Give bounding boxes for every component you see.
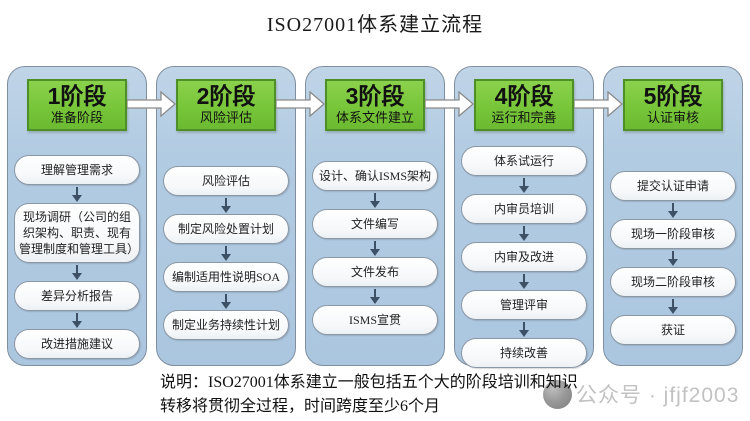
process-step: 制定业务持续性计划 <box>163 310 289 340</box>
stage-flow-arrow-icon <box>425 91 474 117</box>
process-step: 差异分析报告 <box>14 281 140 311</box>
down-arrow-icon <box>519 322 529 337</box>
down-arrow-icon <box>668 299 678 314</box>
stage-header-3: 3阶段体系文件建立 <box>325 79 425 131</box>
step-list: 体系试运行内审员培训内审及改进管理评审持续改善 <box>455 146 593 368</box>
down-arrow-icon <box>72 187 82 202</box>
down-arrow-icon <box>519 274 529 289</box>
watermark-text: 公众号 · jfjf2003 <box>576 384 740 407</box>
process-step: 现场一阶段审核 <box>610 219 736 249</box>
footnote: 说明：ISO27001体系建立一般包括五个大的阶段培训和知识 转移将贯彻全过程，… <box>160 371 578 419</box>
down-arrow-icon <box>668 203 678 218</box>
watermark: 公众号 · jfjf2003 <box>543 379 739 409</box>
stage-column-5: 5阶段认证审核提交认证申请现场一阶段审核现场二阶段审核获证 <box>603 66 743 366</box>
down-arrow-icon <box>221 294 231 309</box>
step-list: 风险评估制定风险处置计划编制适用性说明SOA 制定业务持续性计划 <box>157 166 295 340</box>
down-arrow-icon <box>221 198 231 213</box>
stage-column-3: 3阶段体系文件建立设计、确认ISMS架构文件编写文件发布 ISMS宣贯 <box>305 66 445 366</box>
down-arrow-icon <box>72 313 82 328</box>
process-step: 编制适用性说明SOA <box>163 262 289 292</box>
process-step: 提交认证申请 <box>610 171 736 201</box>
process-step: 理解管理需求 <box>14 155 140 185</box>
process-step: 持续改善 <box>461 338 587 368</box>
stage-label: 3阶段 <box>345 83 405 109</box>
stage-header-5: 5阶段认证审核 <box>623 79 723 131</box>
down-arrow-icon <box>72 265 82 280</box>
stage-column-4: 4阶段运行和完善体系试运行内审员培训内审及改进管理评审持续改善 <box>454 66 594 368</box>
stage-flow-arrow-icon <box>127 91 176 117</box>
down-arrow-icon <box>370 289 380 304</box>
stage-sublabel: 运行和完善 <box>491 110 557 125</box>
footnote-line-2: 转移将贯彻全过程，时间跨度至少6个月 <box>160 398 441 415</box>
step-list: 提交认证申请现场一阶段审核现场二阶段审核获证 <box>604 171 742 345</box>
process-step: 管理评审 <box>461 290 587 320</box>
down-arrow-icon <box>519 178 529 193</box>
process-step: 改进措施建议 <box>14 329 140 359</box>
stage-label: 5阶段 <box>643 83 703 109</box>
down-arrow-icon <box>370 241 380 256</box>
process-step: 内审员培训 <box>461 194 587 224</box>
process-step: 风险评估 <box>163 166 289 196</box>
step-list: 设计、确认ISMS架构文件编写文件发布 ISMS宣贯 <box>306 161 444 335</box>
stage-sublabel: 准备阶段 <box>50 110 103 125</box>
stage-header-2: 2阶段风险评估 <box>176 79 276 131</box>
watermark-logo-icon <box>543 379 572 409</box>
process-step: 现场二阶段审核 <box>610 267 736 297</box>
footnote-line-1: 说明：ISO27001体系建立一般包括五个大的阶段培训和知识 <box>160 374 578 391</box>
stage-column-1: 1阶段准备阶段理解管理需求现场调研（公司的组织架构、职责、现有管理制度和管理工具… <box>7 66 147 366</box>
stage-label: 1阶段 <box>47 83 107 109</box>
process-step: 文件编写 <box>312 209 438 239</box>
process-step: 获证 <box>610 315 736 345</box>
process-step: ISMS宣贯 <box>312 305 438 335</box>
down-arrow-icon <box>668 251 678 266</box>
stage-label: 2阶段 <box>196 83 256 109</box>
process-step: 制定风险处置计划 <box>163 214 289 244</box>
down-arrow-icon <box>370 193 380 208</box>
stage-flow-arrow-icon <box>276 91 325 117</box>
process-step: 内审及改进 <box>461 242 587 272</box>
stage-header-1: 1阶段准备阶段 <box>27 79 127 131</box>
stage-sublabel: 体系文件建立 <box>335 110 414 125</box>
stage-label: 4阶段 <box>494 83 554 109</box>
diagram-title: ISO27001体系建立流程 <box>266 14 484 36</box>
process-step: 文件发布 <box>312 257 438 287</box>
step-list: 理解管理需求现场调研（公司的组织架构、职责、现有管理制度和管理工具） 差异分析报告… <box>8 155 146 359</box>
stage-header-4: 4阶段运行和完善 <box>474 79 574 131</box>
stage-sublabel: 认证审核 <box>646 110 699 125</box>
stage-flow-arrow-icon <box>574 91 623 117</box>
down-arrow-icon <box>221 246 231 261</box>
process-step: 体系试运行 <box>461 146 587 176</box>
process-step: 现场调研（公司的组织架构、职责、现有管理制度和管理工具） <box>14 203 140 263</box>
stage-sublabel: 风险评估 <box>199 110 252 125</box>
down-arrow-icon <box>519 226 529 241</box>
process-step: 设计、确认ISMS架构 <box>312 161 438 191</box>
